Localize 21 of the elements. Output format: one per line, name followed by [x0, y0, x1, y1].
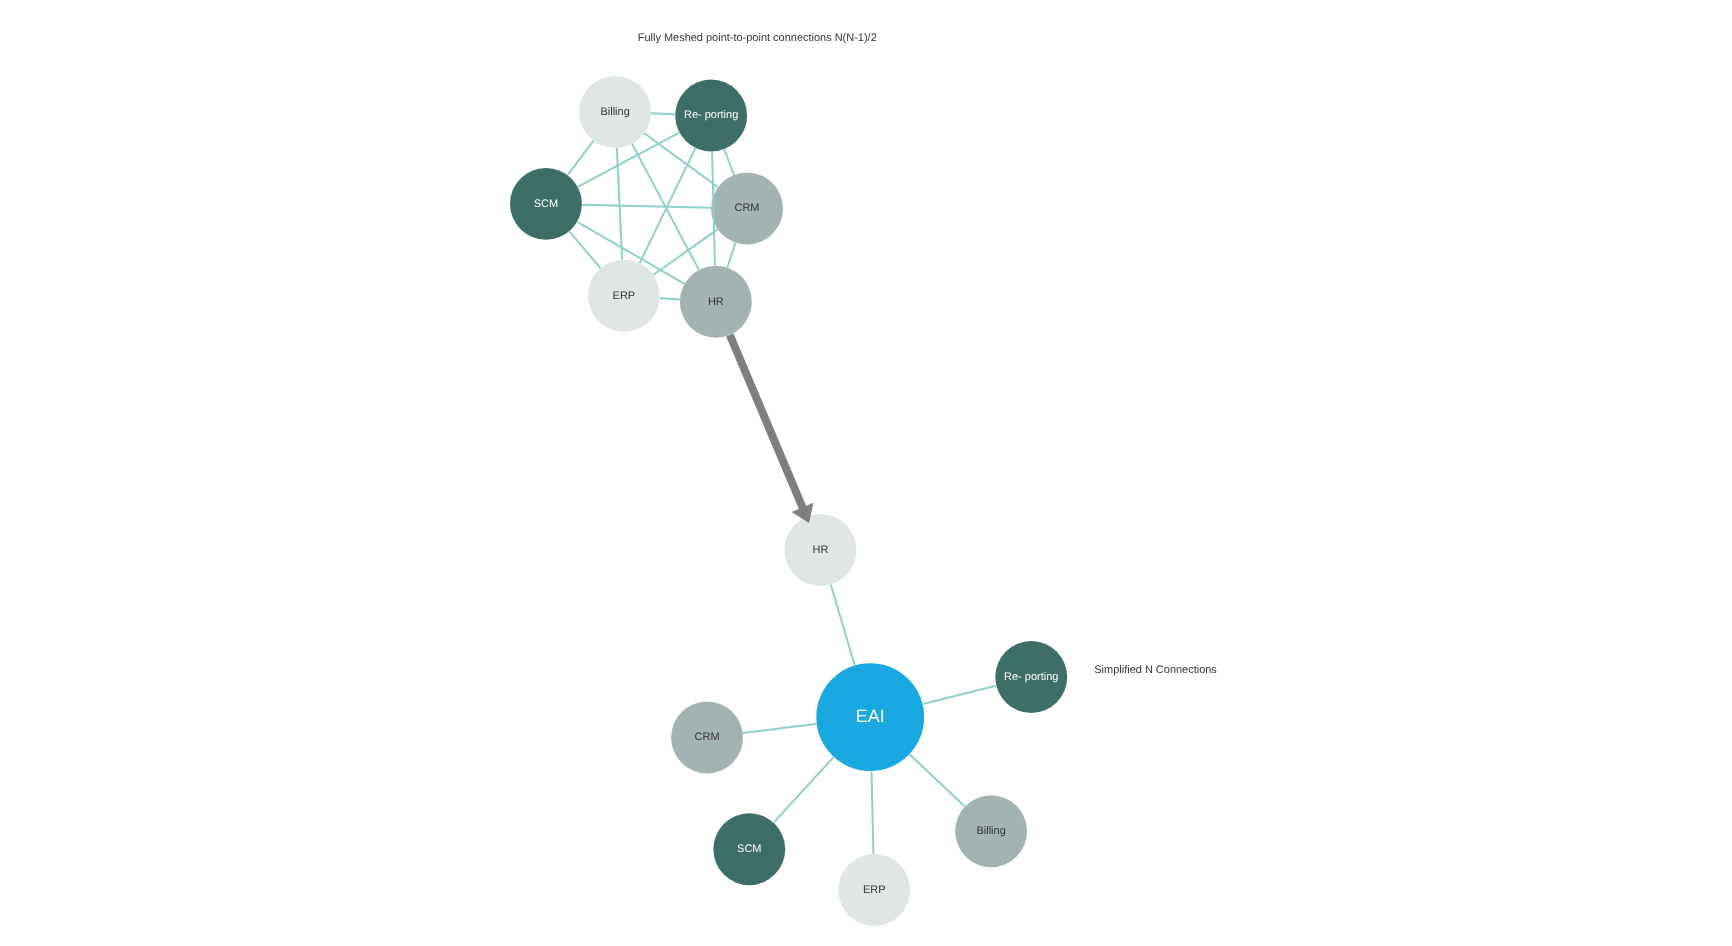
connector [649, 112, 675, 116]
connector [710, 150, 715, 267]
connector [567, 230, 601, 270]
connector [579, 203, 712, 209]
connector [907, 753, 965, 808]
connector [651, 228, 718, 276]
connector [642, 132, 718, 189]
connector [722, 148, 735, 176]
connector [869, 770, 874, 855]
connector [828, 583, 855, 667]
connector [725, 241, 736, 269]
connector [575, 131, 680, 188]
connector [565, 139, 594, 176]
arrow [725, 333, 813, 523]
connector [657, 297, 680, 301]
connector [920, 684, 997, 705]
connector [771, 756, 834, 824]
connector [740, 722, 817, 735]
connector [575, 220, 685, 285]
node-circle: EAI [815, 663, 924, 772]
connector [614, 146, 623, 261]
